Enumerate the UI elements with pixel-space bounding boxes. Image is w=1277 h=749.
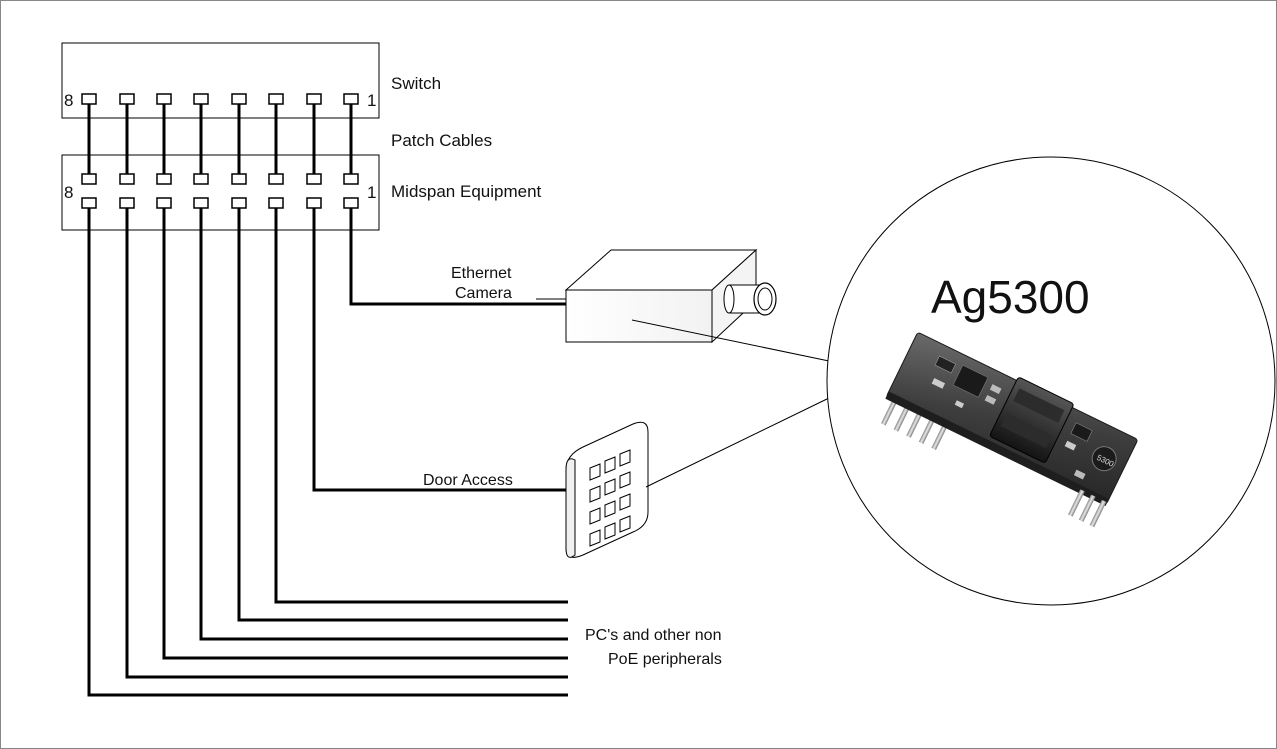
keypad-key — [589, 485, 601, 503]
module-pin — [931, 422, 949, 451]
midspan-port-out-6 — [156, 197, 172, 209]
keypad-key — [589, 463, 601, 481]
midspan-port-out-7 — [119, 197, 135, 209]
keypad-key — [604, 500, 616, 518]
keypad-key — [589, 529, 601, 547]
module-pin — [906, 410, 924, 438]
module-title: Ag5300 — [931, 271, 1090, 323]
midspan-port-out-4 — [231, 197, 247, 209]
switch-port-8 — [81, 93, 97, 105]
midspan-port-in-3 — [268, 173, 284, 185]
ag5300-module-icon: 5300 — [881, 332, 1138, 528]
midspan-port-out-3 — [268, 197, 284, 209]
switch-label: Switch — [391, 74, 441, 93]
patch-cables-label: Patch Cables — [391, 131, 492, 150]
midspan-port-8-label: 8 — [64, 183, 73, 202]
output-cable-4 — [237, 208, 568, 622]
keypad-key — [619, 471, 631, 489]
magnifier-circle — [826, 156, 1276, 606]
switch-port-5 — [193, 93, 209, 105]
module-pin — [893, 404, 911, 432]
midspan-port-out-2 — [306, 197, 322, 209]
midspan-port-in-1 — [343, 173, 359, 185]
pc-peripherals-label-line1: PC's and other non — [585, 627, 721, 644]
output-cable-1 — [349, 208, 566, 306]
switch-port-7 — [119, 93, 135, 105]
ethernet-camera-label-line2: Camera — [455, 285, 512, 302]
midspan-port-out-1 — [343, 197, 359, 209]
module-pin — [881, 398, 898, 426]
output-cable-8 — [87, 208, 568, 697]
keypad-key — [604, 478, 616, 496]
switch-port-1-label: 1 — [367, 91, 376, 110]
door-access-callout-line — [645, 397, 830, 488]
midspan-ports-top — [81, 173, 359, 185]
midspan-port-out-8 — [81, 197, 97, 209]
ethernet-camera-icon — [564, 248, 777, 344]
door-access-label: Door Access — [423, 472, 513, 489]
midspan-port-in-8 — [81, 173, 97, 185]
switch-port-6 — [156, 93, 172, 105]
midspan-port-in-6 — [156, 173, 172, 185]
patch-cables — [87, 104, 353, 175]
module-pin — [918, 416, 936, 444]
midspan-box — [61, 154, 380, 231]
midspan-port-in-4 — [231, 173, 247, 185]
ethernet-camera-label-line1: Ethernet — [451, 265, 512, 282]
keypad-key — [619, 449, 631, 467]
output-cables — [87, 208, 568, 697]
midspan-ports-bottom — [81, 197, 359, 209]
switch-port-8-label: 8 — [64, 91, 73, 110]
switch-ports — [81, 93, 359, 105]
keypad-key — [604, 522, 616, 540]
pc-peripherals-label-line2: PoE peripherals — [608, 651, 722, 668]
door-access-keypad-icon — [565, 421, 649, 558]
output-cable-5 — [199, 208, 568, 641]
output-cable-6 — [162, 208, 568, 660]
keypad-key — [619, 493, 631, 511]
camera-callout-line — [631, 319, 830, 362]
module-pin — [1089, 499, 1107, 528]
keypad-key — [604, 456, 616, 474]
switch-port-4 — [231, 93, 247, 105]
midspan-port-in-7 — [119, 173, 135, 185]
output-cable-2 — [312, 208, 566, 492]
switch-port-1 — [343, 93, 359, 105]
switch-port-3 — [268, 93, 284, 105]
midspan-equipment-label: Midspan Equipment — [391, 182, 542, 201]
output-cable-3 — [274, 208, 568, 604]
module-pin — [1068, 489, 1085, 517]
output-cable-7 — [125, 208, 568, 679]
midspan-port-in-2 — [306, 173, 322, 185]
keypad-key — [589, 507, 601, 525]
keypad-keys — [589, 449, 631, 547]
midspan-port-in-5 — [193, 173, 209, 185]
switch-port-2 — [306, 93, 322, 105]
midspan-port-out-5 — [193, 197, 209, 209]
module-pin — [1078, 494, 1096, 522]
switch-box — [61, 42, 380, 119]
keypad-key — [619, 515, 631, 533]
midspan-port-1-label: 1 — [367, 183, 376, 202]
